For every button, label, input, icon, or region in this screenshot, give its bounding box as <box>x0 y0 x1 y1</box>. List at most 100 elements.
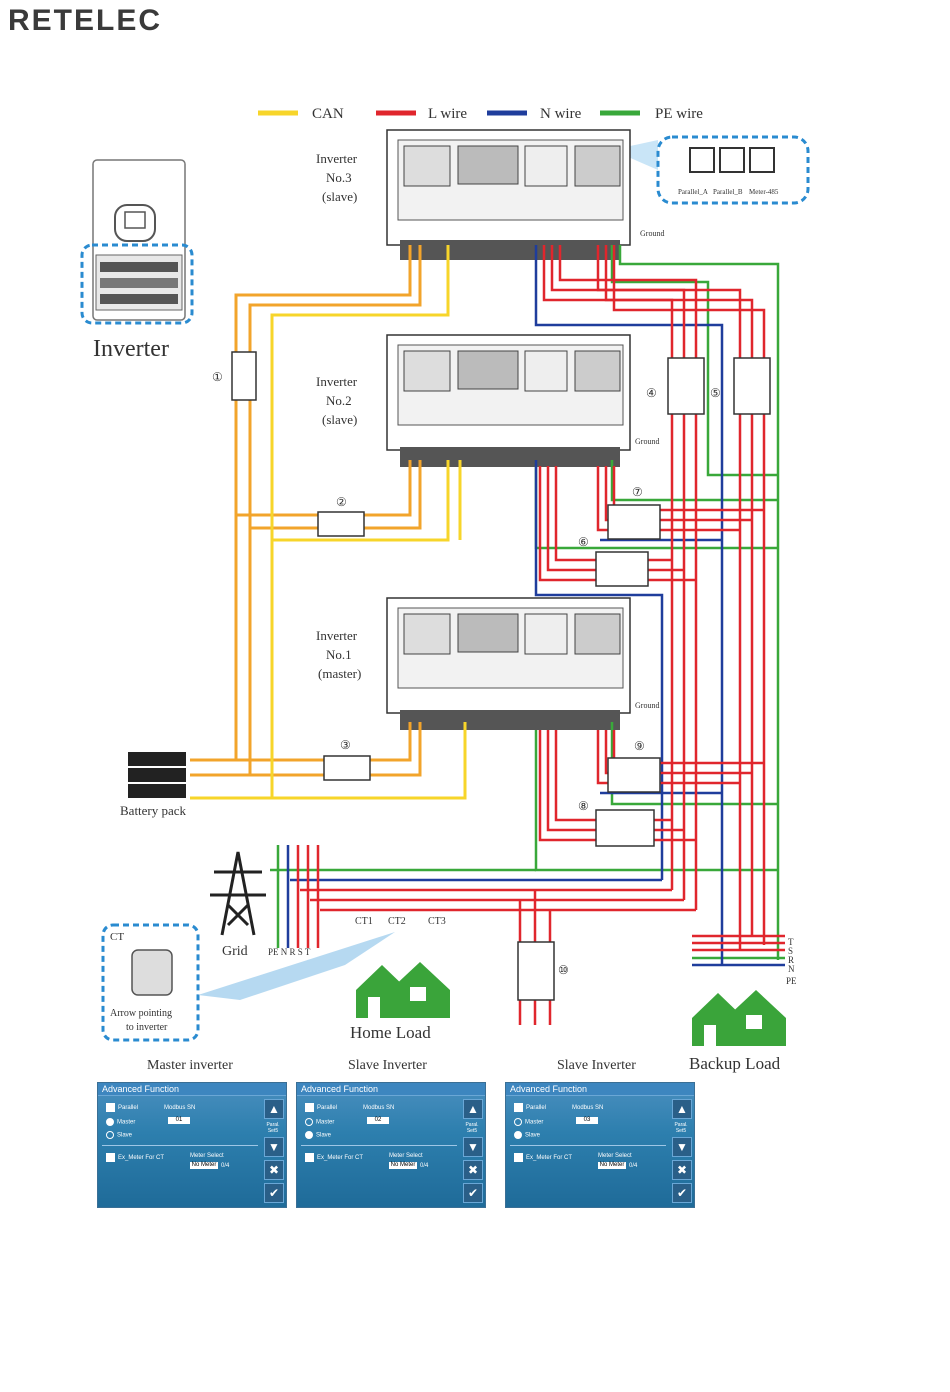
inverter-1-name: Inverter <box>316 628 358 643</box>
home-load-label: Home Load <box>350 1023 431 1042</box>
breaker-10: ⑩ <box>558 963 569 977</box>
legend-can: CAN <box>312 106 344 122</box>
master-radio[interactable]: Master <box>106 1118 135 1126</box>
up-arrow-icon[interactable]: ▲ <box>463 1099 483 1119</box>
inverter-2-name: Inverter <box>316 374 358 389</box>
breaker-1: ① <box>212 370 223 384</box>
screen-caption-slave-1: Slave Inverter <box>348 1058 427 1073</box>
slave-radio[interactable]: Slave <box>106 1131 132 1139</box>
breaker-2: ② <box>336 495 347 509</box>
meter-select-value[interactable]: No Meter <box>598 1162 626 1169</box>
breaker-7: ⑦ <box>632 485 643 499</box>
can-cables <box>190 245 467 800</box>
inverter-no2: Inverter No.2 (slave) Ground <box>316 334 659 467</box>
ex-meter-checkbox[interactable]: Ex_Meter For CT <box>106 1153 164 1162</box>
ct-note-line1: Arrow pointing <box>110 1008 172 1019</box>
ground-label-1: Ground <box>635 701 659 710</box>
screen-caption-slave-2: Slave Inverter <box>557 1058 636 1073</box>
up-arrow-icon[interactable]: ▲ <box>672 1099 692 1119</box>
paral-set-label: Paral. Set5 <box>674 1122 688 1134</box>
parallel-checkbox[interactable]: Parallel <box>106 1103 138 1112</box>
backup-load-house-icon <box>692 990 786 1046</box>
grid-phases: PE N R S T <box>268 947 311 957</box>
up-arrow-icon[interactable]: ▲ <box>264 1099 284 1119</box>
inverter-no3: Inverter No.3 (slave) Ground <box>316 129 664 260</box>
inverter-3-number: No.3 <box>326 170 352 185</box>
ex-meter-checkbox[interactable]: Ex_Meter For CT <box>305 1153 363 1162</box>
modbus-label: Modbus SN <box>363 1105 395 1111</box>
meter-select-label: Meter Select <box>598 1153 632 1159</box>
grid-lines <box>276 845 320 948</box>
modbus-label: Modbus SN <box>572 1105 604 1111</box>
cancel-icon[interactable]: ✖ <box>463 1160 483 1180</box>
port-parallel-b: Parallel_B <box>713 188 743 196</box>
port-parallel-a: Parallel_A <box>678 188 708 196</box>
screen-caption-master: Master inverter <box>147 1058 233 1073</box>
ct-callout: CT Arrow pointing to inverter <box>101 923 395 1042</box>
screen-slave-2: Advanced Function Parallel Modbus SN 03 … <box>505 1082 695 1208</box>
backup-phase-s: S <box>788 946 793 956</box>
meter-suffix: 0/4 <box>221 1163 230 1169</box>
down-arrow-icon[interactable]: ▼ <box>672 1137 692 1157</box>
n-wires <box>290 245 785 967</box>
slave-radio[interactable]: Slave <box>305 1131 331 1139</box>
inverter-2-number: No.2 <box>326 393 352 408</box>
ct2-label: CT2 <box>388 916 406 927</box>
cancel-icon[interactable]: ✖ <box>264 1160 284 1180</box>
grid-label: Grid <box>222 944 248 959</box>
confirm-icon[interactable]: ✔ <box>463 1183 483 1203</box>
backup-phase-pe: PE <box>786 976 797 986</box>
paral-set-label: Paral. Set5 <box>266 1122 280 1134</box>
grid-tower <box>210 851 266 936</box>
paral-set-label: Paral. Set5 <box>465 1122 479 1134</box>
breaker-4: ④ <box>646 386 657 400</box>
backup-phase-r: R <box>788 955 794 965</box>
meter-suffix: 0/4 <box>420 1163 429 1169</box>
battery-pack: Battery pack <box>120 752 187 818</box>
meter-select-label: Meter Select <box>389 1153 423 1159</box>
port-meter-485: Meter-485 <box>749 188 779 196</box>
ct3-label: CT3 <box>428 916 446 927</box>
breaker-5: ⑤ <box>710 386 721 400</box>
ground-label-3: Ground <box>640 229 664 238</box>
screen-master: Advanced Function Parallel Modbus SN 01 … <box>97 1082 287 1208</box>
backup-phase-n: N <box>788 964 795 974</box>
ground-label-2: Ground <box>635 437 659 446</box>
modbus-value[interactable]: 02 <box>367 1117 389 1124</box>
meter-suffix: 0/4 <box>629 1163 638 1169</box>
battery-label: Battery pack <box>120 803 187 818</box>
modbus-value[interactable]: 03 <box>576 1117 598 1124</box>
breaker-numbers: ① ② ③ ④ ⑤ ⑥ ⑦ ⑧ ⑨ ⑩ <box>212 370 721 977</box>
inverter-unit-illustration: Inverter <box>80 159 194 362</box>
confirm-icon[interactable]: ✔ <box>672 1183 692 1203</box>
slave-radio[interactable]: Slave <box>514 1131 540 1139</box>
screen-title: Advanced Function <box>98 1083 286 1096</box>
legend: CAN L wire N wire PE wire <box>258 106 703 122</box>
screen-title: Advanced Function <box>297 1083 485 1096</box>
port-callout: Parallel_A Parallel_B Meter-485 <box>612 135 810 205</box>
meter-select-value[interactable]: No Meter <box>389 1162 417 1169</box>
meter-select-value[interactable]: No Meter <box>190 1162 218 1169</box>
breakers <box>231 351 771 1001</box>
backup-load-label: Backup Load <box>689 1054 781 1073</box>
battery-cables <box>190 245 422 777</box>
confirm-icon[interactable]: ✔ <box>264 1183 284 1203</box>
modbus-value[interactable]: 01 <box>168 1117 190 1124</box>
cancel-icon[interactable]: ✖ <box>672 1160 692 1180</box>
modbus-label: Modbus SN <box>164 1105 196 1111</box>
breaker-3: ③ <box>340 738 351 752</box>
ct-title: CT <box>110 931 124 943</box>
ex-meter-checkbox[interactable]: Ex_Meter For CT <box>514 1153 572 1162</box>
parallel-checkbox[interactable]: Parallel <box>514 1103 546 1112</box>
inverter-1-role: (master) <box>318 666 361 681</box>
breaker-6: ⑥ <box>578 535 589 549</box>
inverter-3-role: (slave) <box>322 189 357 204</box>
down-arrow-icon[interactable]: ▼ <box>463 1137 483 1157</box>
down-arrow-icon[interactable]: ▼ <box>264 1137 284 1157</box>
parallel-checkbox[interactable]: Parallel <box>305 1103 337 1112</box>
master-radio[interactable]: Master <box>305 1118 334 1126</box>
ct1-label: CT1 <box>355 916 373 927</box>
master-radio[interactable]: Master <box>514 1118 543 1126</box>
screen-slave-1: Advanced Function Parallel Modbus SN 02 … <box>296 1082 486 1208</box>
